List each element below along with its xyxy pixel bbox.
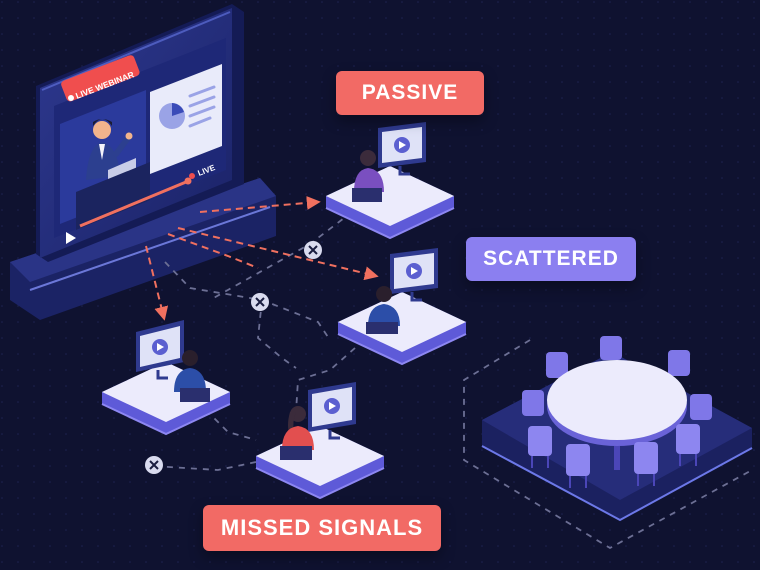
- play-icon: [66, 232, 76, 244]
- meeting-table: [547, 360, 687, 440]
- viewer-body: [354, 168, 384, 192]
- arrow-to-passive: [199, 195, 321, 213]
- viewer-station-left: [101, 320, 231, 436]
- viewer-body: [174, 368, 206, 392]
- viewer-head: [376, 286, 392, 302]
- viewer-body: [282, 426, 314, 450]
- podium: [76, 162, 150, 230]
- viewer-station-bottom: [255, 382, 385, 500]
- viewer-station-passive: [325, 122, 455, 240]
- passive-label: PASSIVE: [336, 71, 484, 115]
- arrow-to-scattered: [177, 227, 379, 281]
- dashed-path-5: [205, 409, 257, 441]
- broadcast-arrows: [145, 195, 379, 321]
- presenter-head: [93, 121, 111, 139]
- live-dot-icon: [189, 173, 195, 179]
- meeting-area-boundary: [463, 339, 753, 550]
- arrow-to-viewer-left: [145, 245, 169, 321]
- meeting-chairs-front: [528, 424, 700, 476]
- scattered-label: SCATTERED: [466, 237, 636, 281]
- chair-legs: [531, 454, 697, 488]
- viewer-head: [360, 150, 376, 166]
- x-mark-3: [145, 456, 163, 474]
- viewer-body: [368, 304, 400, 326]
- viewer-station-scattered: [337, 248, 467, 366]
- viewer-head: [182, 350, 198, 366]
- meeting-chairs-back: [522, 336, 712, 420]
- record-dot-icon: [68, 95, 74, 101]
- missed-signals-label: MISSED SIGNALS: [203, 505, 441, 551]
- dashed-path-6: [151, 461, 257, 471]
- viewer-chair: [180, 388, 210, 402]
- dashed-path-4: [295, 347, 356, 413]
- viewer-chair: [366, 322, 398, 334]
- viewer-chair: [280, 446, 312, 460]
- x-mark-1: [304, 241, 322, 259]
- progress-bar: [79, 180, 187, 228]
- viewer-chair: [352, 188, 382, 202]
- dashed-path-3: [257, 299, 297, 369]
- meeting-room: [481, 336, 753, 522]
- webinar-monitor: [10, 4, 276, 320]
- arrow-to-missed-path: [167, 233, 259, 269]
- x-mark-2: [251, 293, 269, 311]
